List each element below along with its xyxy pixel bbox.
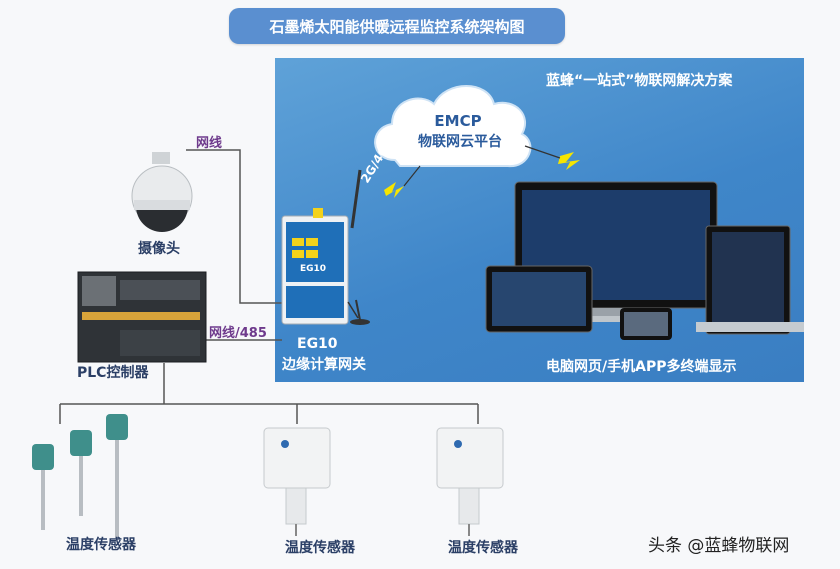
plc-icon (77, 271, 207, 363)
gateway-device-text: EG10 (300, 264, 327, 274)
wall-sensor-icon (436, 427, 504, 536)
camera-label: 摄像头 (138, 241, 180, 257)
panel-title: 蓝蜂“一站式”物联网解决方案 (546, 73, 733, 89)
sensor-label: 温度传感器 (448, 540, 518, 556)
gateway-device-icon (281, 169, 370, 325)
cloud-platform-name: EMCP (434, 112, 482, 130)
temperature-probe-icon (32, 414, 128, 538)
page-title: 石墨烯太阳能供暖远程监控系统架构图 (229, 8, 565, 44)
cloud-to-screens-line (524, 145, 561, 159)
cloud-icon (374, 85, 532, 168)
gateway-name: 边缘计算网关 (282, 357, 366, 373)
camera-icon (131, 152, 193, 232)
cloud-platform-label: 物联网云平台 (418, 134, 502, 150)
lightning-icon (384, 182, 404, 198)
watermark: 头条 @蓝蜂物联网 (648, 536, 790, 556)
display-label: 电脑网页/手机APP多终端显示 (546, 359, 737, 375)
plc-label: PLC控制器 (77, 365, 149, 381)
monitor-screen-icon (485, 181, 804, 340)
sensor-label: 温度传感器 (66, 537, 136, 553)
wall-sensor-icon (263, 427, 331, 536)
plc-link-label: 网线/485 (209, 326, 267, 341)
gateway-model: EG10 (297, 336, 338, 352)
camera-link-line (186, 149, 282, 304)
cloud-to-gateway-line (403, 165, 421, 187)
lightning-icon (558, 152, 580, 170)
sensor-label: 温度传感器 (285, 540, 355, 556)
camera-link-label: 网线 (196, 136, 223, 151)
